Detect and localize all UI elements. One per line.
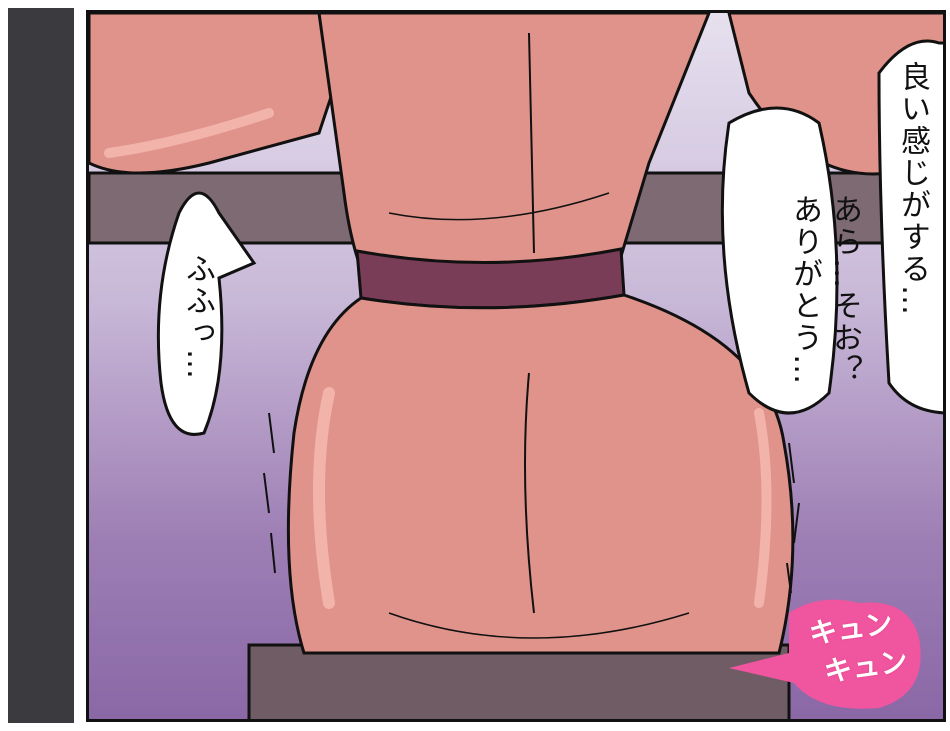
panel-artwork xyxy=(89,13,943,719)
motion-marks-left xyxy=(263,412,276,574)
speech-bubble-left xyxy=(156,191,257,436)
speech-bubble-middle xyxy=(720,106,839,415)
speech-text-middle: あら…そお？ ありがとう… xyxy=(744,148,904,398)
speech-text-left: ふふっ… xyxy=(180,253,215,381)
sfx-bubble xyxy=(729,599,921,709)
motion-marks-right xyxy=(786,442,800,594)
seat-bench xyxy=(247,643,791,719)
speech-text-middle-line2: ありがとう… xyxy=(787,194,822,387)
back-fold xyxy=(388,192,610,221)
speech-text-right: 良い感じがする… xyxy=(895,61,930,317)
buttocks xyxy=(286,293,795,655)
comic-panel: 良い感じがする… あら…そお？ ありがとう… ふふっ… キュン キュン xyxy=(86,10,946,722)
crease-line xyxy=(524,372,535,614)
right-highlight xyxy=(754,408,772,608)
speech-text-middle-line1: あら…そお？ xyxy=(827,194,862,387)
left-highlight xyxy=(313,387,335,609)
left-arm xyxy=(89,13,351,175)
speech-bubble-right xyxy=(877,39,943,415)
left-panel-strip xyxy=(8,8,74,723)
left-arm-highlight xyxy=(104,108,274,158)
bottom-fold xyxy=(388,612,690,639)
spine-line xyxy=(528,32,535,254)
